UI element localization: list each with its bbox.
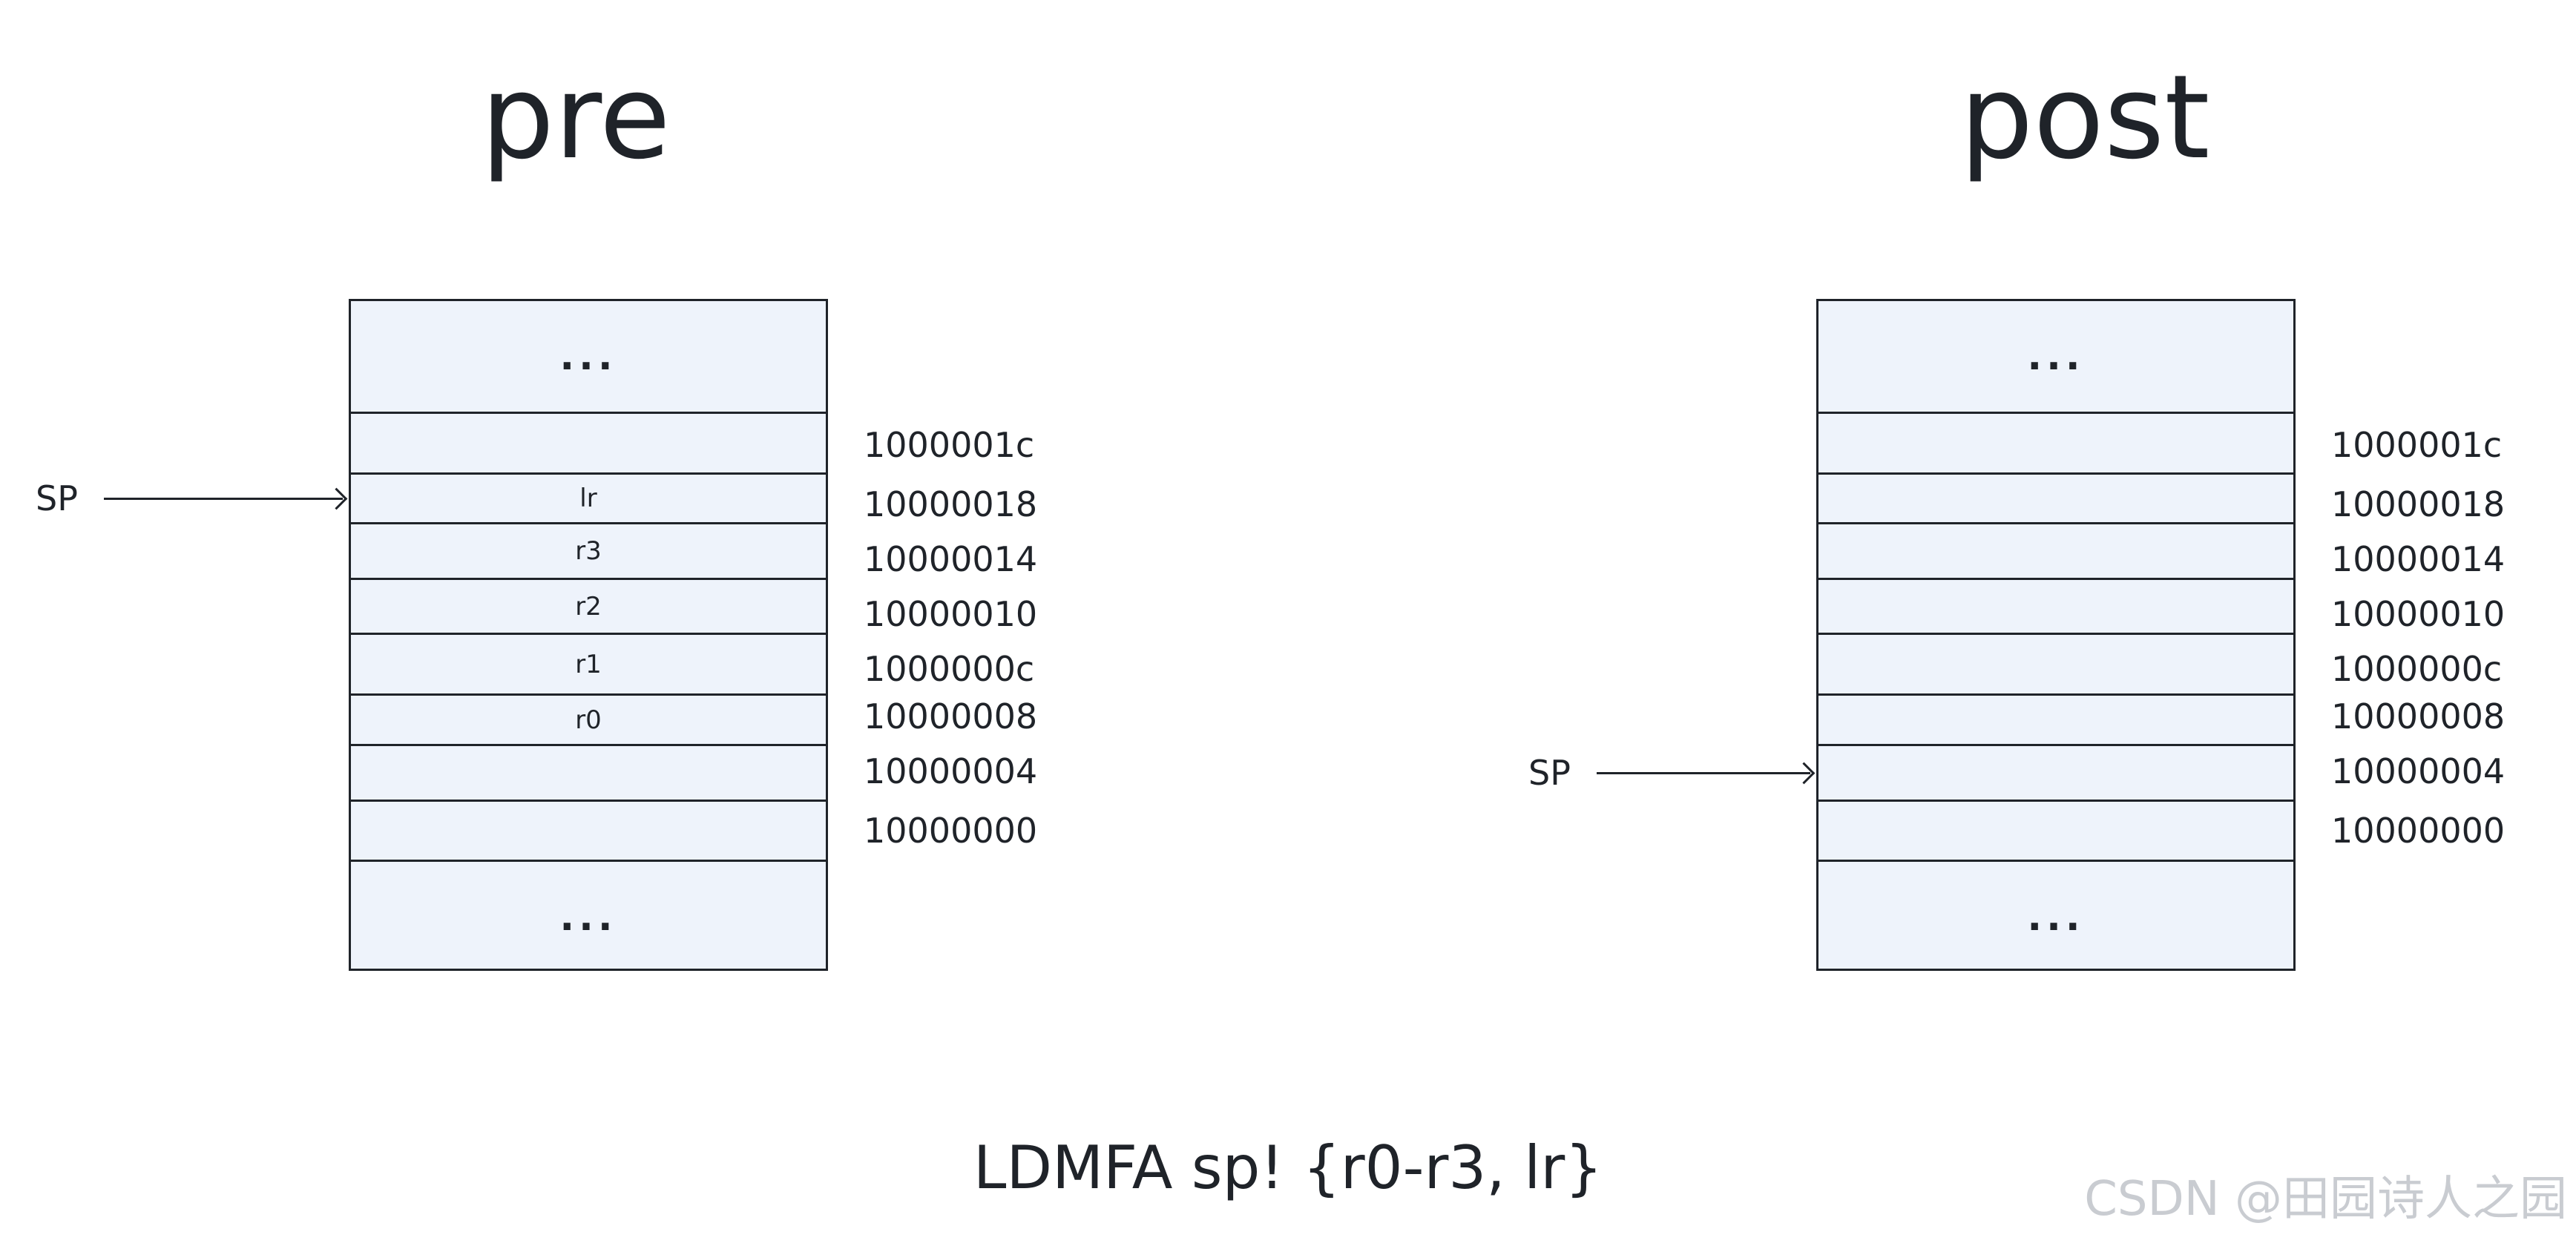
address-label: 10000014 — [864, 539, 1038, 579]
stack-cell-empty — [351, 746, 826, 802]
stack-cell-r3: r3 — [351, 524, 826, 580]
stack-cell-empty — [1818, 524, 2293, 580]
stack-ellipsis-cell: ... — [2027, 895, 2085, 940]
post-sp-label: SP — [1528, 753, 1571, 793]
address-label: 10000008 — [2331, 696, 2506, 736]
stack-cell-empty — [1818, 746, 2293, 802]
stack-cell-empty — [1818, 696, 2293, 746]
post-sp-arrow-icon — [1597, 772, 1810, 774]
instruction-caption: LDMFA sp! {r0-r3, lr} — [973, 1133, 1603, 1202]
stack-ellipsis-cell: ... — [351, 301, 826, 414]
address-label: 1000001c — [864, 425, 1035, 465]
watermark: CSDN @田园诗人之园 — [2084, 1172, 2567, 1227]
address-label: 10000000 — [864, 811, 1038, 851]
address-label: 10000014 — [2331, 539, 2506, 579]
address-label: 1000000c — [864, 649, 1035, 689]
pre-sp-arrow-icon — [104, 498, 343, 500]
address-label: 10000010 — [864, 594, 1038, 634]
address-label: 1000000c — [2331, 649, 2503, 689]
stack-cell-r0: r0 — [351, 696, 826, 746]
pre-sp-label: SP — [36, 478, 78, 518]
address-label: 10000018 — [2331, 484, 2506, 524]
stack-cell-empty — [1818, 580, 2293, 635]
stack-cell-empty — [1818, 414, 2293, 475]
stack-cell-empty — [351, 414, 826, 475]
address-label: 10000004 — [2331, 751, 2506, 791]
stack-cell-r1: r1 — [351, 635, 826, 696]
address-label: 10000004 — [864, 751, 1038, 791]
address-label: 10000008 — [864, 696, 1038, 736]
address-label: 10000018 — [864, 484, 1038, 524]
stack-cell-r2: r2 — [351, 580, 826, 635]
stack-ellipsis-cell: ... — [1818, 301, 2293, 414]
post-stack: ...... — [1816, 299, 2296, 971]
stack-cell-empty — [1818, 802, 2293, 862]
stack-cell-empty — [351, 802, 826, 862]
stack-cell-lr: lr — [351, 475, 826, 524]
address-label: 10000000 — [2331, 811, 2506, 851]
post-title: post — [1959, 50, 2210, 185]
stack-ellipsis-cell: ... — [559, 895, 617, 940]
stack-cell-empty — [1818, 475, 2293, 524]
stack-cell-empty — [1818, 635, 2293, 696]
pre-title: pre — [481, 50, 671, 185]
address-label: 1000001c — [2331, 425, 2503, 465]
address-label: 10000010 — [2331, 594, 2506, 634]
